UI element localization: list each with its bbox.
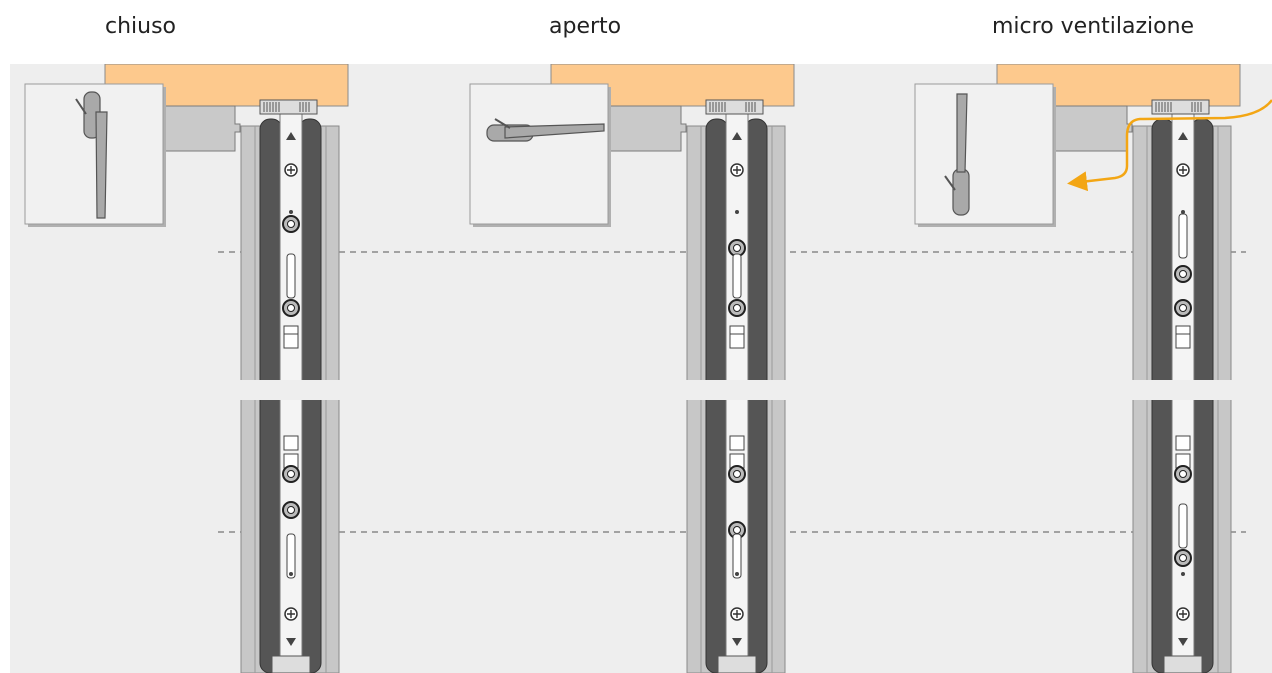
- handle-inset-card: [914, 83, 1054, 225]
- window-handle-icon: [486, 118, 605, 142]
- top-clip: [705, 99, 764, 115]
- plate-upper: [283, 333, 299, 349]
- bottom-clip: [271, 655, 311, 673]
- slot-upper: [1178, 213, 1188, 259]
- plate-lower: [283, 435, 299, 451]
- frame-profile: [1051, 105, 1133, 152]
- slot-lower: [732, 533, 742, 579]
- plate-upper: [729, 333, 745, 349]
- slot-lower: [286, 533, 296, 579]
- caption-open: aperto: [549, 14, 622, 39]
- plate-upper: [1175, 333, 1191, 349]
- diagram-canvas: [10, 64, 1272, 673]
- caption-closed: chiuso: [105, 14, 177, 39]
- break-band: [1127, 380, 1237, 400]
- slot-lower: [1178, 503, 1188, 549]
- hardware-panel-0: [24, 64, 349, 673]
- window-hardware-diagram: [24, 64, 1272, 673]
- plate-lower: [1175, 435, 1191, 451]
- slot-upper: [286, 253, 296, 299]
- frame-profile: [605, 105, 687, 152]
- caption-micro-ventilation: micro ventilazione: [992, 14, 1195, 39]
- break-band: [681, 380, 791, 400]
- frame-profile: [159, 105, 241, 152]
- top-clip: [259, 99, 318, 115]
- bottom-clip: [1163, 655, 1203, 673]
- window-handle-icon: [944, 93, 970, 216]
- airflow-arrow: [1067, 99, 1272, 192]
- handle-inset-card: [469, 83, 609, 225]
- slot-upper: [732, 253, 742, 299]
- break-band: [235, 380, 345, 400]
- hardware-panel-1: [469, 64, 795, 673]
- top-clip: [1151, 99, 1210, 115]
- bottom-clip: [717, 655, 757, 673]
- hardware-panel-2: [914, 64, 1241, 673]
- plate-lower: [729, 435, 745, 451]
- window-handle-icon: [75, 91, 108, 219]
